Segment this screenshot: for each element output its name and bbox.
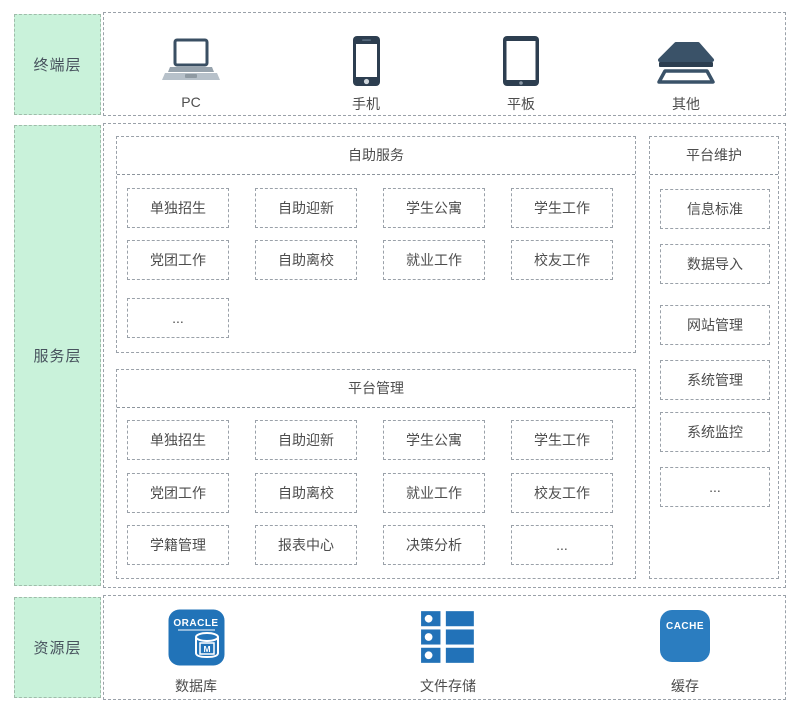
- service-box: 学生公寓: [383, 188, 485, 228]
- self-service-panel: 自助服务 单独招生 自助迎新 学生公寓 学生工作 党团工作 自助离校 就业工作 …: [116, 136, 636, 353]
- platform-maintenance-title: 平台维护: [650, 137, 778, 175]
- platform-management-row-3: 学籍管理 报表中心 决策分析 ...: [127, 525, 613, 565]
- scanner-icon: [626, 21, 746, 87]
- service-box: 学生公寓: [383, 420, 485, 460]
- service-box: 校友工作: [511, 240, 613, 280]
- maintenance-box-more: ...: [660, 467, 770, 507]
- service-box: 单独招生: [127, 188, 229, 228]
- maintenance-box: 信息标准: [660, 189, 770, 229]
- maintenance-box: 网站管理: [660, 305, 770, 345]
- resource-layer-content: ORACLE M 数据库: [103, 595, 786, 700]
- service-box-more: ...: [511, 525, 613, 565]
- service-box: 就业工作: [383, 240, 485, 280]
- maintenance-box: 系统管理: [660, 360, 770, 400]
- service-layer-label-text: 服务层: [33, 348, 82, 365]
- device-other: 其他: [626, 21, 746, 114]
- laptop-icon: [131, 21, 251, 87]
- tablet-icon: [461, 21, 581, 87]
- resource-label: 数据库: [175, 678, 217, 694]
- resource-database: ORACLE M 数据库: [136, 607, 256, 696]
- service-box: 学籍管理: [127, 525, 229, 565]
- device-label: PC: [181, 94, 201, 110]
- self-service-row-1: 单独招生 自助迎新 学生公寓 学生工作: [127, 188, 613, 228]
- svg-text:M: M: [203, 644, 210, 654]
- oracle-database-icon: ORACLE M: [136, 607, 256, 669]
- service-box: 自助离校: [255, 240, 357, 280]
- service-box: 党团工作: [127, 473, 229, 513]
- file-storage-icon: [388, 607, 508, 669]
- platform-management-panel: 平台管理 单独招生 自助迎新 学生公寓 学生工作 党团工作 自助离校 就业工作 …: [116, 369, 636, 579]
- svg-text:CACHE: CACHE: [666, 621, 704, 632]
- terminal-layer-content: PC 手机 平板: [103, 12, 786, 116]
- maintenance-box: 系统监控: [660, 412, 770, 452]
- device-phone: 手机: [306, 21, 426, 114]
- service-box: 自助迎新: [255, 188, 357, 228]
- svg-text:ORACLE: ORACLE: [173, 618, 218, 629]
- service-box: 就业工作: [383, 473, 485, 513]
- cache-icon: CACHE: [625, 607, 745, 669]
- self-service-row-3: ...: [127, 298, 229, 338]
- service-box: 党团工作: [127, 240, 229, 280]
- resource-label: 缓存: [671, 678, 699, 694]
- platform-maintenance-panel: 平台维护 信息标准 数据导入 网站管理 系统管理 系统监控 ...: [649, 136, 779, 579]
- terminal-layer-label: 终端层: [14, 14, 101, 115]
- service-box: 决策分析: [383, 525, 485, 565]
- platform-management-row-2: 党团工作 自助离校 就业工作 校友工作: [127, 473, 613, 513]
- resource-layer-label: 资源层: [14, 597, 101, 698]
- platform-management-title: 平台管理: [117, 370, 635, 408]
- platform-management-row-1: 单独招生 自助迎新 学生公寓 学生工作: [127, 420, 613, 460]
- device-pc: PC: [131, 21, 251, 110]
- service-layer-label: 服务层: [14, 125, 101, 586]
- service-box: 单独招生: [127, 420, 229, 460]
- service-box: 报表中心: [255, 525, 357, 565]
- service-box: 自助离校: [255, 473, 357, 513]
- service-box: 学生工作: [511, 420, 613, 460]
- terminal-layer-label-text: 终端层: [33, 57, 82, 74]
- smartphone-icon: [306, 21, 426, 87]
- service-layer-content: 自助服务 单独招生 自助迎新 学生公寓 学生工作 党团工作 自助离校 就业工作 …: [103, 123, 786, 588]
- self-service-row-2: 党团工作 自助离校 就业工作 校友工作: [127, 240, 613, 280]
- resource-cache: CACHE 缓存: [625, 607, 745, 696]
- service-box: 学生工作: [511, 188, 613, 228]
- resource-file-storage: 文件存储: [388, 607, 508, 696]
- resource-layer-label-text: 资源层: [33, 640, 82, 657]
- device-label: 其他: [672, 96, 700, 112]
- self-service-title: 自助服务: [117, 137, 635, 175]
- maintenance-box: 数据导入: [660, 244, 770, 284]
- device-label: 平板: [507, 96, 535, 112]
- service-box-more: ...: [127, 298, 229, 338]
- service-box: 自助迎新: [255, 420, 357, 460]
- device-tablet: 平板: [461, 21, 581, 114]
- service-box: 校友工作: [511, 473, 613, 513]
- resource-label: 文件存储: [420, 678, 476, 694]
- device-label: 手机: [352, 96, 380, 112]
